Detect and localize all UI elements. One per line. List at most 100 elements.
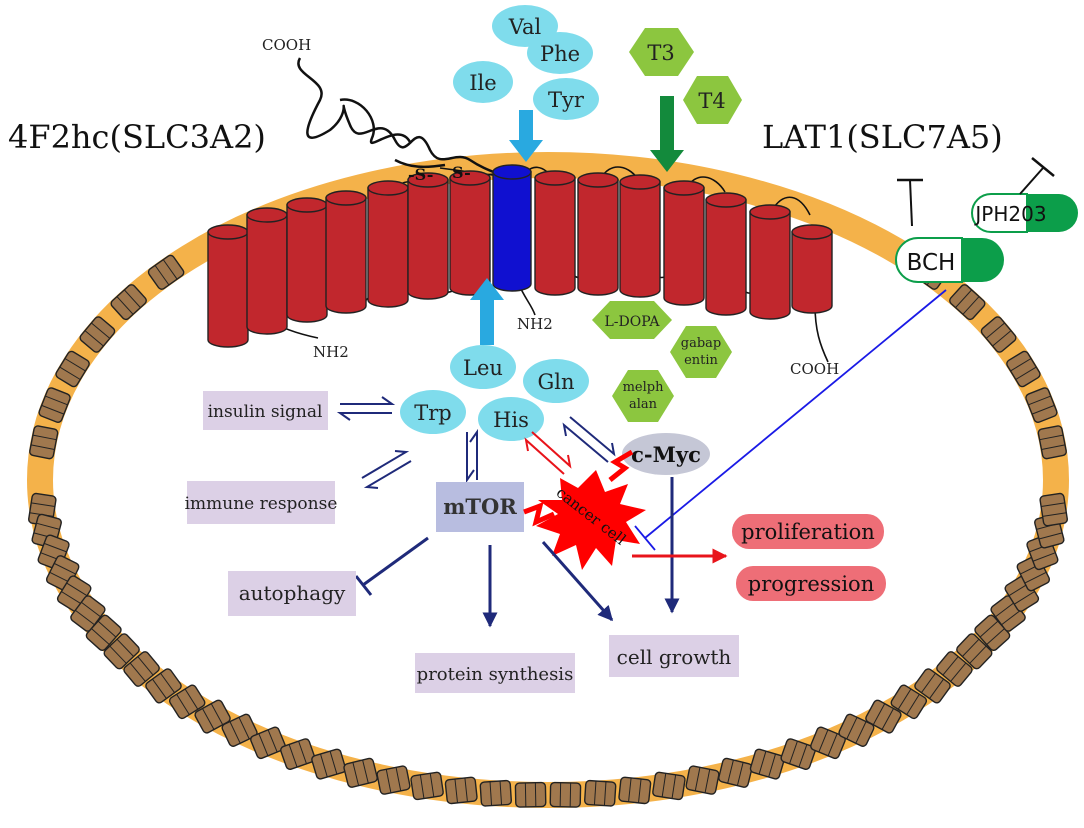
membrane-segment: [145, 668, 182, 704]
transmembrane-helices: [207, 164, 833, 363]
outcome-cell-growth: cell growth: [609, 635, 739, 677]
membrane-segment: [549, 781, 582, 808]
outcome-progression: progression: [736, 566, 886, 601]
helix: [286, 197, 328, 323]
membrane-segment: [718, 757, 753, 788]
svg-text:Tyr: Tyr: [548, 88, 585, 112]
membrane-segment: [29, 425, 59, 460]
helix: [577, 172, 619, 296]
helix: [449, 170, 491, 296]
bch-inhibition-line: [634, 289, 947, 551]
amino-acid-his: His: [478, 397, 544, 441]
heavy-chain-label: 4F2hc(SLC3A2): [8, 118, 266, 156]
membrane-segment: [780, 738, 816, 770]
eq-his-cancer: [524, 431, 572, 475]
membrane-segment: [221, 713, 258, 747]
membrane-segment: [343, 757, 378, 788]
signaling-arrows: [354, 477, 728, 628]
membrane-segment: [810, 726, 846, 760]
svg-text:Trp: Trp: [414, 401, 452, 425]
svg-text:insulin signal: insulin signal: [208, 402, 323, 422]
membrane-segment: [1039, 492, 1068, 527]
helix: [207, 224, 249, 348]
outcome-insulin-signal: insulin signal: [203, 391, 328, 430]
membrane-segment: [410, 771, 444, 801]
membrane-segment: [838, 713, 875, 747]
membrane-segment: [618, 776, 652, 805]
thyroid-hormones: T3 T4: [629, 28, 742, 124]
membrane-segment: [194, 699, 231, 734]
drug-melphalan: melph alan: [612, 370, 674, 422]
eq-gln-cmyc: [562, 416, 616, 463]
membrane-segment: [444, 776, 478, 805]
helix: [663, 180, 705, 306]
svg-text:c-Myc: c-Myc: [631, 442, 701, 467]
helix: [705, 192, 747, 316]
heavy-chain-squiggle: [297, 57, 509, 180]
membrane-segment: [514, 781, 547, 808]
membrane-segment: [123, 651, 160, 687]
membrane-segment: [890, 684, 928, 720]
amino-acid-ile: Ile: [453, 61, 513, 103]
outcome-immune-response: immune response: [185, 481, 337, 524]
membrane-segment: [479, 779, 512, 807]
membrane-segment: [914, 668, 951, 704]
membrane-segment: [685, 765, 720, 795]
membrane-segment: [250, 726, 286, 760]
nh2-left-label: NH2: [313, 343, 349, 361]
helix: [749, 204, 791, 320]
membrane-segment: [79, 316, 116, 353]
outcome-proliferation: proliferation: [732, 514, 884, 549]
hormone-arrow: [650, 96, 684, 172]
helix: [791, 224, 833, 314]
svg-text:gabap: gabap: [681, 336, 721, 351]
cooh-right-label: COOH: [790, 360, 839, 378]
svg-text:protein synthesis: protein synthesis: [417, 664, 574, 685]
amino-acid-leu: Leu: [450, 345, 516, 389]
influx-arrow: [509, 110, 543, 162]
svg-text:cell growth: cell growth: [617, 645, 732, 669]
c-myc-node: c-Myc: [622, 433, 710, 475]
svg-text:His: His: [493, 408, 529, 432]
amino-acid-tyr: Tyr: [533, 78, 599, 120]
svg-text:entin: entin: [684, 353, 718, 368]
cancer-cell-burst: cancer cell: [523, 449, 646, 570]
helix: [534, 170, 576, 296]
membrane-segment: [38, 387, 71, 423]
svg-text:melph: melph: [623, 380, 665, 395]
drug-l-dopa: L-DOPA: [592, 301, 672, 339]
membrane-segment: [55, 350, 90, 388]
svg-text:L-DOPA: L-DOPA: [605, 314, 661, 330]
svg-text:BCH: BCH: [907, 250, 956, 276]
amino-acid-trp: Trp: [400, 390, 466, 434]
membrane-segment: [85, 614, 122, 652]
svg-text:Phe: Phe: [540, 42, 580, 66]
disulfide-label-2: S-: [452, 163, 471, 182]
cell-membrane: [27, 152, 1069, 808]
disulfide-label-1: -S-: [408, 165, 433, 184]
outside-amino-acids: Val Phe Ile Tyr: [453, 5, 599, 120]
inhibitor-bch: BCH: [895, 178, 1004, 283]
arrow-cell-growth-mtor: [541, 541, 614, 622]
membrane-segment: [956, 633, 993, 670]
helix: [407, 172, 449, 300]
svg-text:Ile: Ile: [469, 71, 496, 95]
membrane-segment: [949, 284, 986, 321]
membrane-segment: [749, 748, 785, 780]
membrane-segment: [280, 738, 316, 770]
transport-arrows: [470, 96, 684, 345]
membrane-segment: [311, 748, 347, 780]
membrane-segment: [1025, 387, 1058, 423]
membrane-segment: [980, 316, 1017, 353]
nh2-center-label: NH2: [517, 315, 553, 333]
membrane-segments: [28, 254, 1068, 808]
eq-insulin-trp: [336, 396, 396, 421]
membrane-segment: [168, 684, 206, 720]
membrane-segment: [1006, 350, 1041, 388]
amino-acid-gln: Gln: [523, 359, 589, 403]
membrane-segment: [865, 699, 902, 734]
svg-text:Val: Val: [508, 15, 542, 39]
outcome-protein-synthesis: protein synthesis: [415, 653, 575, 693]
efflux-arrow: [470, 278, 504, 345]
